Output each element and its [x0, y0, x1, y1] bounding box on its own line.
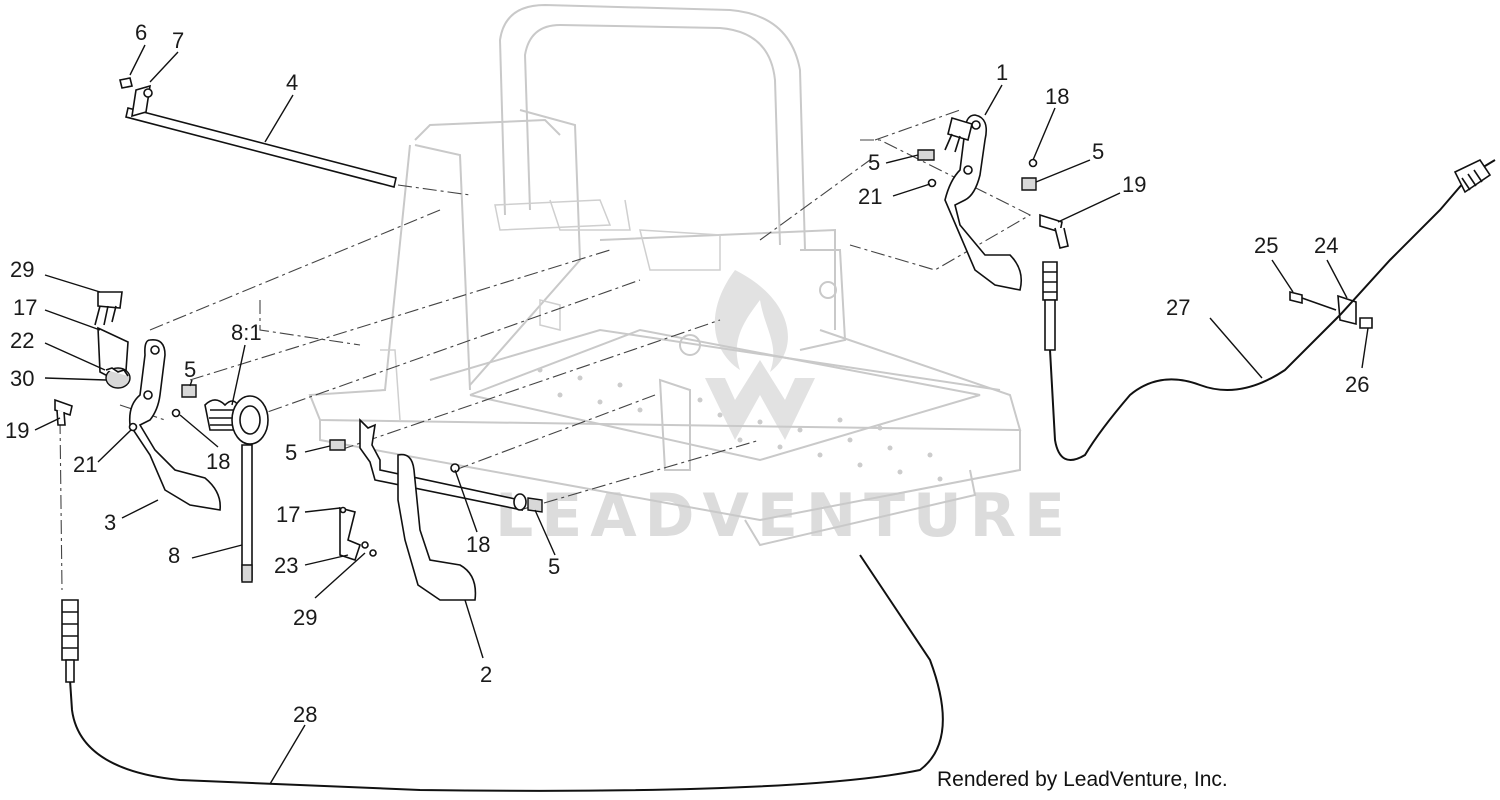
part-clamp-24 [1289, 290, 1373, 329]
callout-17-left: 17 [13, 295, 37, 320]
callout-29-center: 29 [293, 605, 317, 630]
part-pedal-1 [917, 114, 1069, 291]
callout-5-center: 5 [285, 440, 297, 465]
part-rod-8 [241, 444, 253, 583]
callout-28: 28 [293, 702, 317, 727]
callout-30: 30 [10, 366, 34, 391]
callout-23: 23 [274, 553, 298, 578]
leader-lines [34, 44, 1369, 785]
ghosted-frame [308, 3, 1022, 547]
callout-8: 8 [168, 543, 180, 568]
part-spring-8-1 [204, 395, 269, 445]
callout-5-top-right-right: 5 [1092, 139, 1104, 164]
credit-text: Rendered by LeadVenture, Inc. [937, 768, 1228, 791]
part-rod-4 [119, 77, 397, 188]
part-pedal-2 [329, 418, 543, 601]
callout-2: 2 [480, 662, 492, 687]
callout-17-center: 17 [276, 502, 300, 527]
callout-29-left: 29 [10, 257, 34, 282]
callout-21-left: 21 [73, 452, 97, 477]
callout-3: 3 [104, 510, 116, 535]
callout-18-left: 18 [206, 449, 230, 474]
callout-26: 26 [1345, 372, 1369, 397]
callout-1: 1 [996, 60, 1008, 85]
callout-19-top-right: 19 [1122, 172, 1146, 197]
callout-6: 6 [135, 20, 147, 45]
callout-labels: 6 7 4 1 18 5 5 21 19 25 24 27 26 29 17 2… [5, 20, 1369, 727]
callout-18-top-right: 18 [1045, 84, 1069, 109]
watermark-logo-icon [705, 270, 815, 440]
callout-19-left: 19 [5, 418, 29, 443]
callout-18-center: 18 [466, 532, 490, 557]
callout-25: 25 [1254, 233, 1278, 258]
assembly-lines [59, 109, 1032, 591]
callout-21-top-right: 21 [858, 184, 882, 209]
callout-7: 7 [172, 28, 184, 53]
callout-27: 27 [1166, 295, 1190, 320]
callout-24: 24 [1314, 233, 1338, 258]
callout-8-1: 8:1 [231, 320, 262, 345]
watermark: LEADVENTURE [495, 270, 1065, 551]
callout-4: 4 [286, 70, 298, 95]
callout-5-left: 5 [184, 357, 196, 382]
cable-28 [61, 554, 944, 792]
callout-5-center-right: 5 [548, 554, 560, 579]
part-pedal-3 [54, 291, 222, 511]
callout-22: 22 [10, 328, 34, 353]
cable-27 [1042, 158, 1496, 461]
callout-5-top-right-left: 5 [868, 150, 880, 175]
